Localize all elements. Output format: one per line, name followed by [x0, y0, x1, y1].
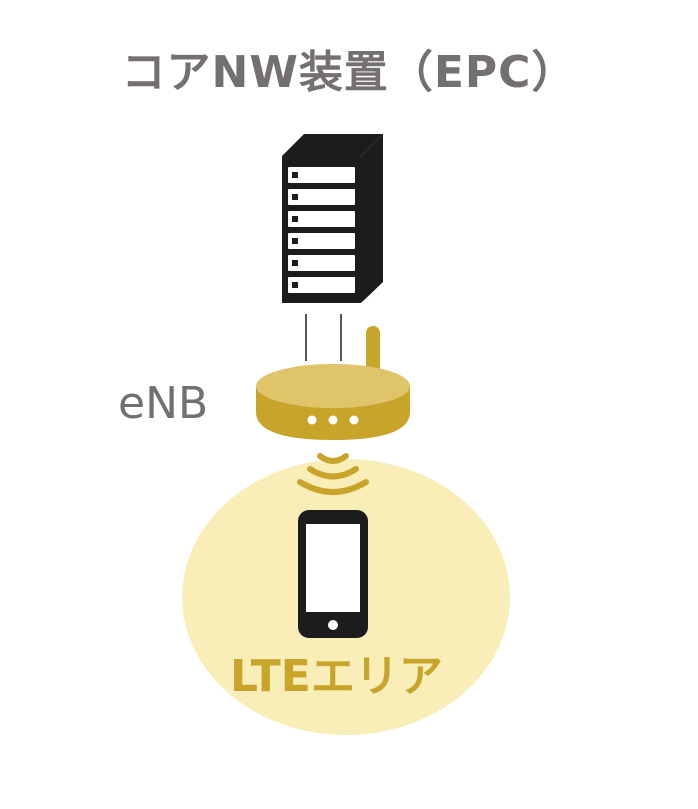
- router-antenna-icon: [256, 326, 410, 440]
- enb-label: eNB: [118, 378, 209, 429]
- wifi-signal-icon: [297, 453, 369, 495]
- smartphone-icon: [298, 510, 368, 638]
- diagram-title: コアNW装置（EPC）: [121, 47, 577, 98]
- lte-area-label: LTEエリア: [230, 651, 443, 702]
- connection-lines: [305, 314, 342, 361]
- server-rack-icon: [282, 134, 383, 303]
